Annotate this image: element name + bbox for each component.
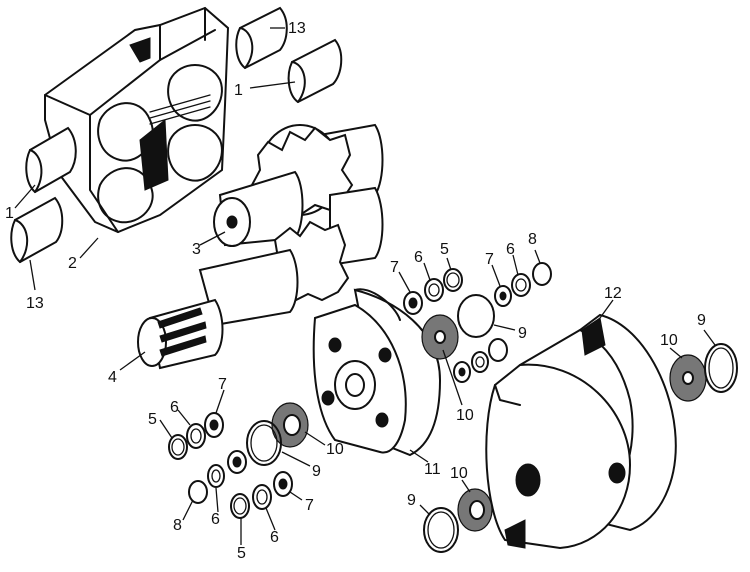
callout-10-upper: 10	[456, 407, 474, 424]
bushing-upper-13	[235, 6, 288, 70]
callout-7-lower-b: 7	[305, 497, 314, 514]
callout-6-upper-a: 6	[414, 249, 423, 266]
o-ring-9-upper	[457, 294, 495, 338]
o-ring-9-middle	[246, 420, 282, 466]
callout-7-lower-a: 7	[218, 376, 227, 393]
callout-7-upper-a: 7	[390, 259, 399, 276]
callout-3: 3	[192, 241, 201, 258]
callout-7-upper-b: 7	[485, 251, 494, 268]
o-ring-9-lower	[423, 507, 459, 553]
callout-5-lower-a: 5	[148, 411, 157, 428]
callout-8-upper: 8	[528, 231, 537, 248]
housing-block	[44, 6, 230, 234]
callout-13-upper: 13	[288, 20, 306, 37]
rear-cover	[485, 313, 677, 550]
small-parts-upper	[403, 262, 552, 383]
callout-6-lower-b: 6	[211, 511, 220, 528]
callout-1-left: 1	[5, 205, 14, 222]
gear-shaft-lower	[137, 186, 384, 370]
callout-1-upper: 1	[234, 82, 243, 99]
callout-5-lower-b: 5	[237, 545, 246, 562]
bushing-left-1	[25, 126, 77, 194]
callout-9-right: 9	[697, 312, 706, 329]
seal-10-lower	[457, 488, 493, 532]
seal-10-upper	[421, 314, 459, 360]
callout-13-left: 13	[26, 295, 44, 312]
callout-8-lower: 8	[173, 517, 182, 534]
seal-10-right	[669, 354, 707, 402]
callout-9-upper: 9	[518, 325, 527, 342]
callout-6-lower-a: 6	[170, 399, 179, 416]
small-parts-lower	[168, 412, 293, 519]
callout-10-lower: 10	[450, 465, 468, 482]
callout-10-middle: 10	[326, 441, 344, 458]
callout-10-right: 10	[660, 332, 678, 349]
callout-4: 4	[108, 369, 117, 386]
end-plate	[312, 288, 442, 457]
leader-lines	[14, 27, 716, 545]
callout-6-upper-b: 6	[506, 241, 515, 258]
callout-11: 11	[424, 461, 441, 478]
callout-9-middle: 9	[312, 463, 321, 480]
callout-labels: 13 1 1 2 13 3 4 7 6 5 7 6 8 12 9 9 10 10…	[5, 20, 706, 562]
bushing-left-13	[10, 196, 64, 264]
bushing-upper-1	[287, 38, 343, 104]
callout-5-upper: 5	[440, 241, 449, 258]
callout-12: 12	[604, 285, 622, 302]
callout-2: 2	[68, 255, 77, 272]
callout-6-lower-c: 6	[270, 529, 279, 546]
o-ring-9-right	[704, 343, 738, 393]
callout-9-lower: 9	[407, 492, 416, 509]
